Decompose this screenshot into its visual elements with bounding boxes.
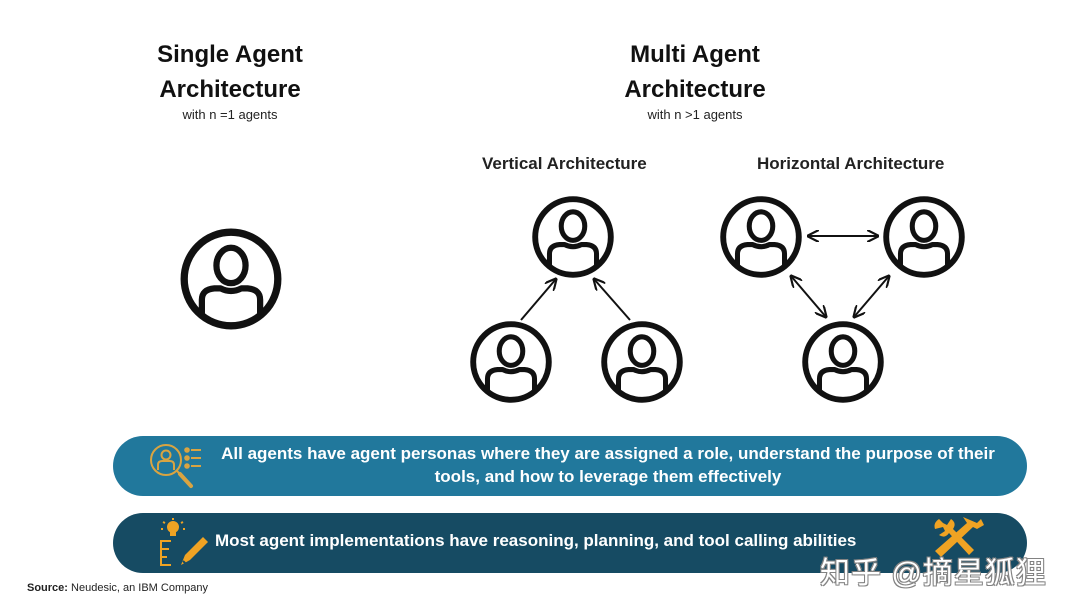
horizontal-architecture-label: Horizontal Architecture <box>757 154 945 173</box>
source-caption: Source: Neudesic, an IBM Company <box>27 582 208 594</box>
source-label: Source: <box>27 582 68 594</box>
hammer-wrench-icon <box>934 517 984 557</box>
multi-agent-title: Multi Agent Architecture <box>560 37 830 107</box>
arrow-left-bottom <box>791 276 826 317</box>
arrow-up-right <box>594 279 631 321</box>
vertical-architecture-label: Vertical Architecture <box>482 154 647 173</box>
persona-banner: All agents have agent personas where the… <box>113 436 1027 496</box>
single-agent-subtitle: with n =1 agents <box>182 107 278 122</box>
watermark: 知乎 @摘星狐狸 <box>820 557 1047 590</box>
abilities-banner: Most agent implementations have reasonin… <box>113 513 1027 573</box>
single-title-line2: Architecture <box>159 76 301 103</box>
lightbulb-pencil-icon <box>160 518 208 566</box>
persona-search-icon <box>150 444 201 488</box>
multi-title-line2: Architecture <box>624 76 766 103</box>
source-text: Neudesic, an IBM Company <box>67 582 208 594</box>
arrow-up-left <box>520 279 556 321</box>
arrow-right-bottom <box>854 276 889 317</box>
abilities-banner-text: Most agent implementations have reasonin… <box>215 531 857 550</box>
multi-agent-subtitle: with n >1 agents <box>647 107 743 122</box>
persona-banner-text: All agents have agent personas where the… <box>221 444 995 486</box>
multi-title-line1: Multi Agent <box>630 41 760 68</box>
single-agent-title: Single Agent Architecture <box>100 37 360 107</box>
single-title-line1: Single Agent <box>157 41 303 68</box>
